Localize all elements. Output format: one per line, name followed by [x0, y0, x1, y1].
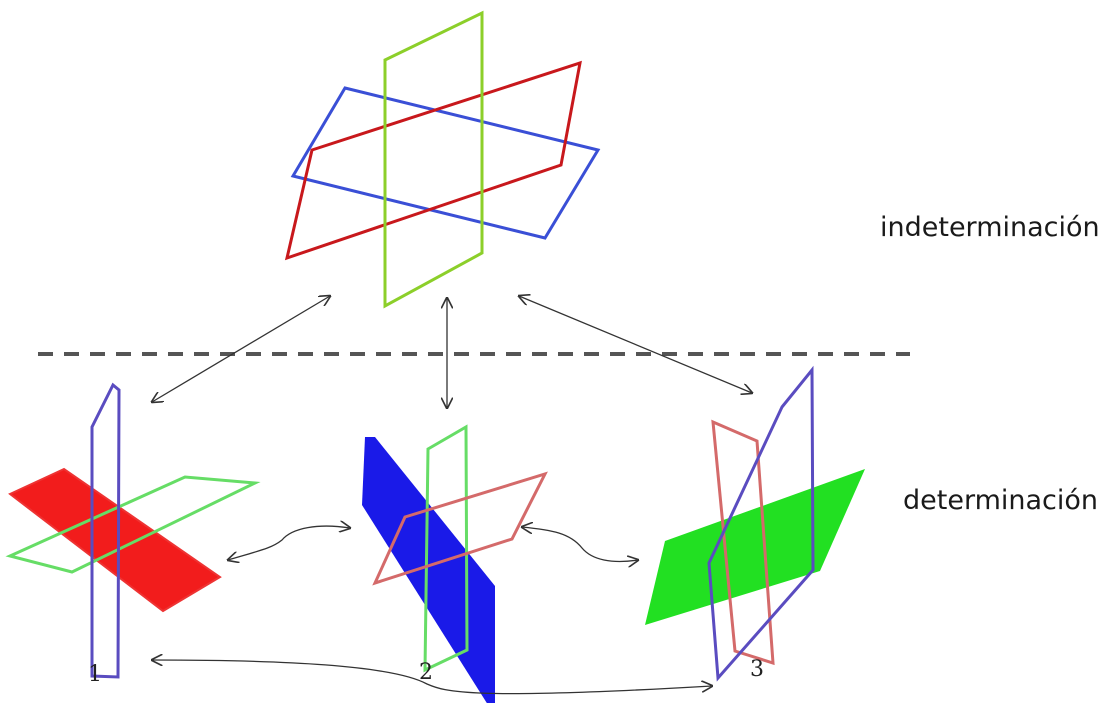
plane-green-outline — [5, 475, 261, 574]
case-3-number: 3 — [750, 657, 764, 682]
plane-green-filled — [645, 469, 865, 625]
plane-pink-outline — [372, 471, 548, 586]
plane-purple-outline — [707, 365, 815, 682]
case-1-number: 1 — [88, 662, 102, 687]
arrow-2-to-3 — [522, 527, 638, 562]
label-determinate: determinación — [903, 485, 1099, 516]
arrows — [152, 296, 752, 695]
indeterminate-planes — [284, 10, 601, 309]
case-2-number: 2 — [419, 660, 433, 685]
plane-light-green-outline — [423, 424, 469, 673]
case-3-planes — [645, 365, 865, 682]
plane-pink-outline — [711, 419, 775, 666]
plane-blue-filled — [362, 437, 495, 703]
case-1-planes — [5, 382, 261, 679]
arrow-1-to-3 — [152, 660, 712, 695]
plane-red-outline — [284, 60, 582, 261]
label-indeterminate: indeterminación — [880, 212, 1100, 243]
arrow-top-to-1 — [152, 296, 330, 402]
plane-green-outline — [383, 10, 484, 309]
plane-purple-outline — [90, 382, 121, 679]
plane-blue-outline — [290, 86, 601, 240]
arrow-top-to-3 — [519, 296, 752, 393]
plane-red-filled — [8, 467, 222, 613]
arrow-1-to-2 — [228, 526, 350, 560]
case-2-planes — [362, 424, 548, 703]
